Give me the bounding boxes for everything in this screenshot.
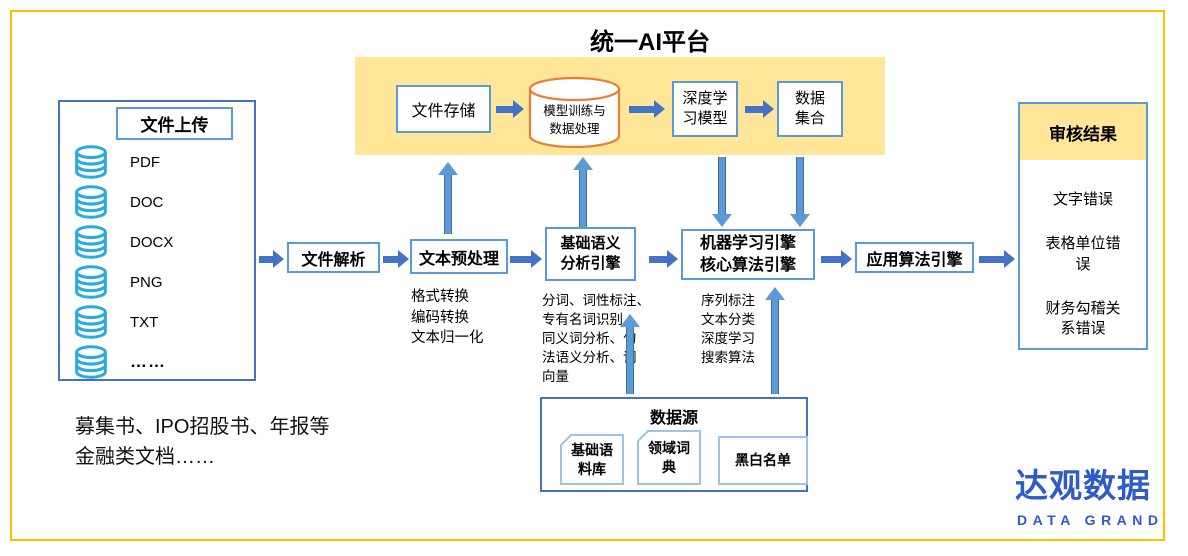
- arrow-right-icon: [821, 250, 852, 268]
- arrow-up-icon: [438, 162, 458, 234]
- ml-note: 序列标注 文本分类 深度学习 搜索算法: [701, 293, 755, 365]
- file-storage-box: 文件存储: [396, 85, 491, 133]
- file-type-label: DOC: [130, 193, 164, 211]
- database-icon: [75, 345, 107, 379]
- arrow-right-icon: [510, 250, 542, 268]
- blacklist-card-label: 黑白名单: [735, 452, 791, 469]
- model-training-label: 模型训练与 数据处理: [543, 104, 606, 137]
- file-type-label: TXT: [130, 313, 159, 331]
- dictionary-card: 领域词 典: [637, 430, 701, 485]
- dictionary-card-label: 领域词 典: [648, 440, 690, 475]
- list-item: ……: [72, 342, 242, 382]
- deep-learning-model-box: 深度学 习模型: [672, 81, 738, 137]
- arrow-up-icon: [573, 157, 593, 227]
- document-types-caption: 募集书、IPO招股书、年报等 金融类文档……: [75, 416, 330, 468]
- notched-card-icon: [560, 434, 624, 485]
- ml-engine-label: 机器学习引擎 核心算法引擎: [699, 234, 796, 274]
- file-parsing-box: 文件解析: [287, 242, 380, 273]
- file-type-label: PNG: [130, 273, 163, 291]
- audit-item: 表格单位错 误: [1045, 235, 1121, 273]
- file-upload-title: 文件上传: [140, 116, 209, 135]
- corpus-card-label: 基础语 料库: [571, 442, 613, 477]
- arrow-up-icon: [765, 287, 785, 394]
- arrow-right-icon: [259, 250, 284, 268]
- corpus-card: 基础语 料库: [560, 434, 624, 485]
- database-icon: [75, 265, 107, 299]
- audit-item: 文字错误: [1052, 191, 1113, 208]
- audit-results-list: 文字错误 表格单位错 误 财务勾稽关 系错误: [1020, 160, 1146, 339]
- ml-engine-box: 机器学习引擎 核心算法引擎: [681, 229, 815, 280]
- notched-card-icon: [637, 430, 701, 485]
- audit-results-panel: 审核结果 文字错误 表格单位错 误 财务勾稽关 系错误: [1018, 102, 1148, 350]
- text-preprocessing-box: 文本预处理: [410, 239, 508, 274]
- arrow-down-icon: [790, 157, 810, 227]
- semantic-engine-label: 基础语义 分析引擎: [560, 234, 621, 272]
- database-icon: [75, 185, 107, 219]
- file-type-label: PDF: [130, 153, 160, 171]
- app-engine-box: 应用算法引擎: [855, 242, 974, 273]
- blacklist-card: 黑白名单: [718, 436, 808, 485]
- file-parsing-label: 文件解析: [301, 251, 366, 269]
- database-icon: [75, 305, 107, 339]
- database-icon: [75, 145, 107, 179]
- datagrand-logo: 达观数据 DATA GRAND: [1015, 459, 1175, 528]
- arrow-right-icon: [745, 100, 774, 118]
- logo-chinese-text: 达观数据: [1015, 467, 1151, 504]
- data-source-panel: 数据源 基础语 料库 领域词 典 黑白名单: [540, 397, 808, 492]
- file-type-list: PDF DOC DOCX PNG TXT ……: [72, 142, 242, 382]
- arrow-right-icon: [649, 250, 678, 268]
- audit-item: 财务勾稽关 系错误: [1045, 299, 1121, 337]
- preprocessing-note: 格式转换 编码转换 文本归一化: [411, 289, 484, 347]
- list-item: TXT: [72, 302, 242, 342]
- arrow-down-icon: [712, 157, 732, 227]
- list-item: PDF: [72, 142, 242, 182]
- list-item: PNG: [72, 262, 242, 302]
- list-item: DOCX: [72, 222, 242, 262]
- page-title: 统一AI平台: [590, 29, 710, 56]
- app-engine-label: 应用算法引擎: [866, 251, 963, 269]
- text-preprocessing-label: 文本预处理: [418, 250, 499, 268]
- file-storage-label: 文件存储: [411, 103, 476, 120]
- deep-learning-model-label: 深度学 习模型: [682, 89, 728, 127]
- data-collection-box: 数据 集合: [777, 81, 843, 137]
- gold-frame: [10, 10, 1165, 541]
- file-type-label: ……: [130, 352, 166, 371]
- audit-results-title: 审核结果: [1020, 104, 1146, 160]
- logo-english-text: DATA GRAND: [1017, 512, 1164, 528]
- database-cylinder-icon: [528, 76, 621, 149]
- arrow-right-icon: [629, 100, 665, 118]
- arrow-up-icon: [620, 314, 640, 394]
- semantic-engine-box: 基础语义 分析引擎: [545, 227, 636, 281]
- arrow-right-icon: [383, 250, 409, 268]
- arrow-right-icon: [496, 100, 524, 118]
- model-training-cylinder: 模型训练与 数据处理: [527, 76, 622, 150]
- database-icon: [75, 225, 107, 259]
- file-upload-title-box: 文件上传: [116, 107, 233, 140]
- data-collection-label: 数据 集合: [794, 89, 825, 127]
- semantic-note: 分词、词性标注、 专有名词识别、 同义词分析、句 法语义分析、词 向量: [542, 293, 650, 384]
- list-item: DOC: [72, 182, 242, 222]
- data-source-title: 数据源: [649, 410, 698, 427]
- arrow-right-icon: [979, 250, 1015, 268]
- file-type-label: DOCX: [130, 233, 174, 251]
